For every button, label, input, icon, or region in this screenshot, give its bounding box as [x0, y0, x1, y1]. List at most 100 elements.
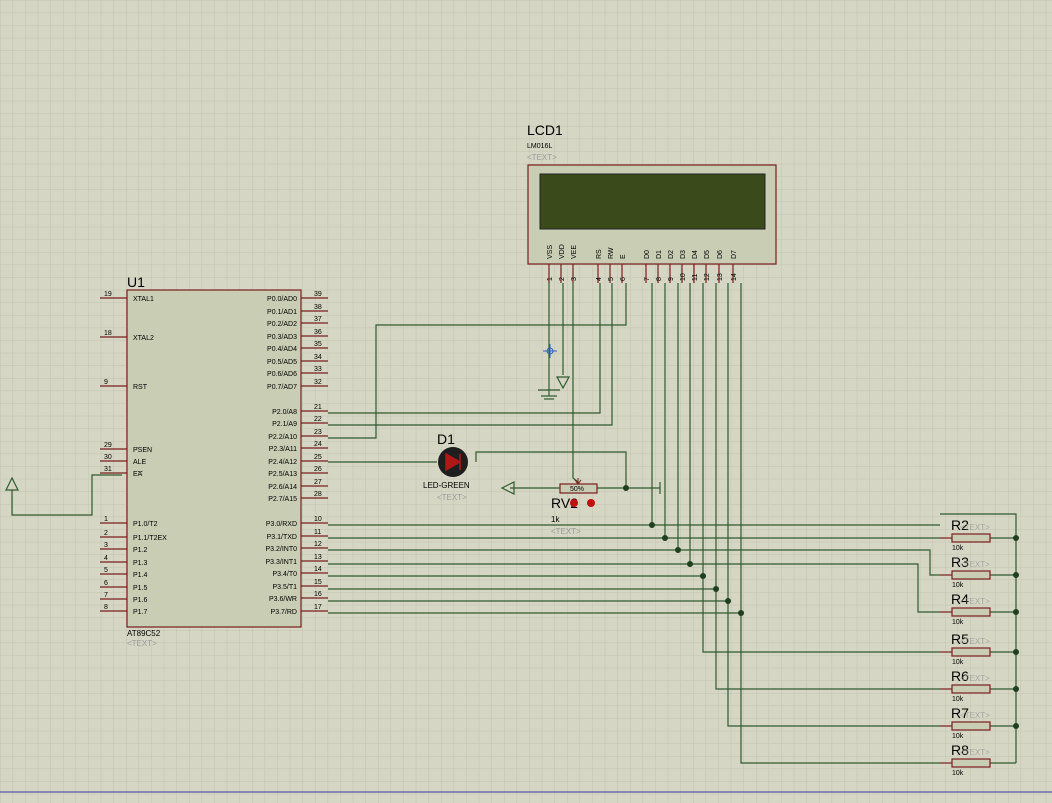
- d1-led[interactable]: D1 LED-GREEN <TEXT>: [423, 431, 470, 502]
- lcd1-pin-rw[interactable]: RW5: [608, 247, 615, 283]
- resistor-body: [951, 570, 991, 580]
- lcd1-pin-d2[interactable]: D29: [668, 250, 675, 283]
- rv2-pot[interactable]: 50% RV2 1k <TEXT>: [551, 478, 598, 536]
- u1-pin-p1-5[interactable]: 6P1.5: [100, 580, 148, 592]
- u1-pin-number: 3: [104, 542, 108, 549]
- u1-pin-p1-7[interactable]: 8P1.7: [100, 604, 148, 616]
- u1-pin-number: 28: [314, 491, 322, 498]
- lcd1-part: LM016L: [527, 143, 552, 150]
- lcd1-pin-name: D5: [704, 250, 711, 259]
- u1-pin-number: 29: [104, 442, 112, 449]
- power-terminal-vdd[interactable]: [555, 376, 571, 390]
- ground-terminal[interactable]: [541, 390, 557, 400]
- lcd1-pin-name: D7: [731, 250, 738, 259]
- resistor-ref: R3: [951, 554, 969, 570]
- lcd1-pin-rs[interactable]: RS 4: [596, 249, 603, 283]
- u1-pin-name: P0.0/AD0: [267, 296, 297, 303]
- rv2-increment-button[interactable]: [587, 499, 595, 507]
- u1-pin-name: P1.6: [133, 597, 148, 604]
- u1-pin-number: 14: [314, 566, 322, 573]
- u1-pin-name: PSEN: [133, 447, 152, 454]
- led-terminal-arrow[interactable]: [500, 481, 515, 495]
- rv2-decrement-button[interactable]: [570, 499, 578, 507]
- lcd1-pin-d0[interactable]: D07: [644, 250, 651, 283]
- u1-pin-p1-2[interactable]: 3P1.2: [100, 542, 148, 554]
- u1-pin-p1-0-t2[interactable]: 1P1.0/T2: [100, 516, 158, 528]
- lcd1-pin-d1[interactable]: D18: [656, 250, 663, 283]
- u1-pin-p1-1-t2ex[interactable]: 2P1.1/T2EX: [100, 530, 167, 542]
- u1-pin-name: P2.1/A9: [272, 421, 297, 428]
- resistor-body: [951, 721, 991, 731]
- u1-pin-number: 2: [104, 530, 108, 537]
- u1-pin-p1-4[interactable]: 5P1.4: [100, 567, 148, 579]
- lcd1-pin-name: RS: [596, 249, 603, 259]
- u1-pin-p1-6[interactable]: 7P1.6: [100, 592, 148, 604]
- lcd1-pin-e[interactable]: E6: [620, 254, 627, 283]
- lcd-screen: [539, 173, 766, 230]
- u1-pin-number: 37: [314, 316, 322, 323]
- u1-pin-name: P2.5/A13: [268, 471, 297, 478]
- lcd1-pin-number: 4: [596, 277, 603, 281]
- u1-pin-name: P0.5/AD5: [267, 359, 297, 366]
- resistor-value: 10k: [952, 582, 964, 589]
- u1-pin-name: P2.3/A11: [269, 446, 297, 453]
- u1-pin-p1-3[interactable]: 4P1.3: [100, 555, 148, 567]
- u1-component[interactable]: U1 19XTAL118XTAL29RST29PSEN30ALE31EA1P1.…: [100, 274, 328, 648]
- resistor-ref: R2: [951, 517, 969, 533]
- origin-marker-icon: [543, 344, 557, 358]
- u1-pin-number: 33: [314, 366, 322, 373]
- power-terminal-left[interactable]: [5, 476, 19, 491]
- lcd1-pin-name: D3: [680, 250, 687, 259]
- lcd1-pin-number: 8: [656, 277, 663, 281]
- lcd1-component[interactable]: LCD1 LM016L <TEXT> VSS1VDD2VEE3RS4RW5E6D…: [527, 122, 777, 283]
